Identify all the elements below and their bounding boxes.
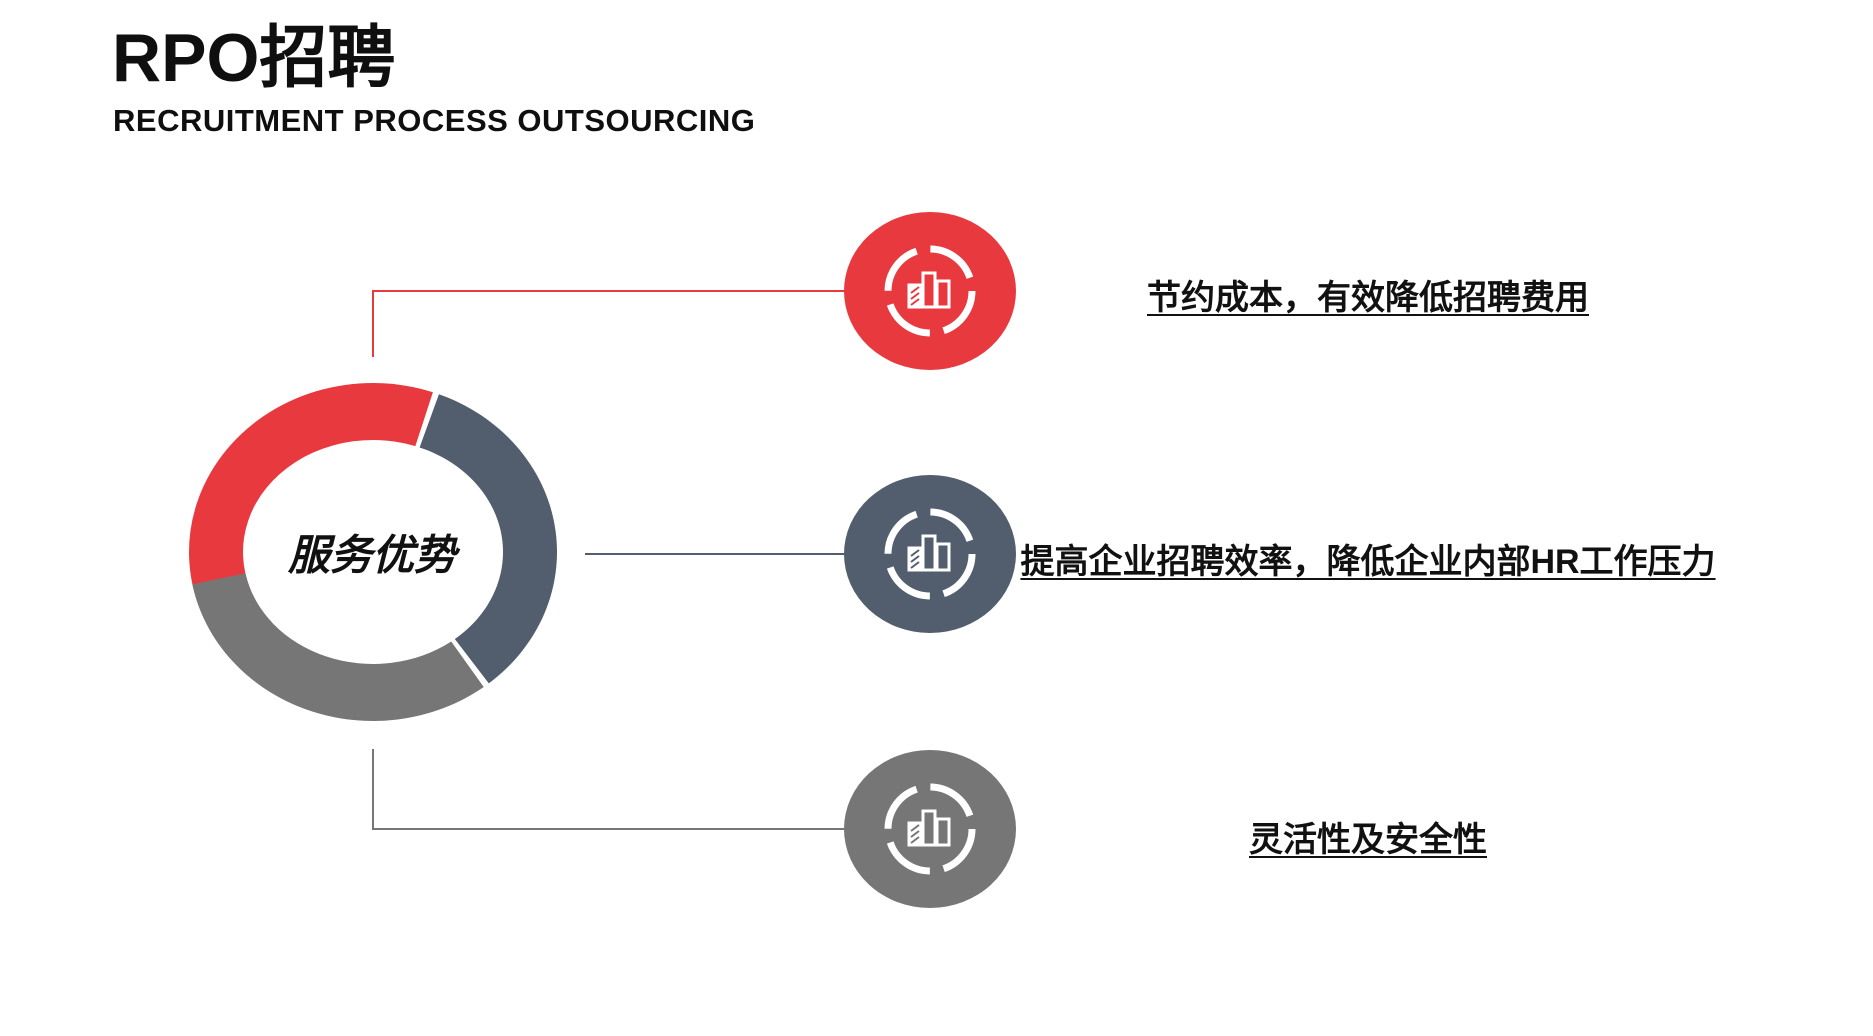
bar-chart-icon [884, 245, 976, 337]
connector-top [372, 290, 847, 357]
donut-ring [188, 383, 557, 721]
advantage-text-1: 节约成本，有效降低招聘费用 [1147, 279, 1589, 317]
bar-chart-icon [884, 783, 976, 875]
advantage-text-3: 灵活性及安全性 [1249, 821, 1487, 859]
page-subtitle: RECRUITMENT PROCESS OUTSOURCING [113, 103, 756, 138]
ring-center-label: 服务优势 [287, 531, 457, 579]
advantage-text-2: 提高企业招聘效率，降低企业内部HR工作压力 [1020, 543, 1716, 581]
gray-segment [192, 573, 484, 721]
icon-circle-2 [844, 475, 1016, 633]
page-title: RPO招聘 [112, 20, 396, 96]
icon-circle-1 [844, 212, 1016, 370]
slate-segment [419, 394, 557, 684]
icon-circles [844, 212, 1016, 908]
icon-circle-3 [844, 750, 1016, 908]
connector-bottom [372, 749, 847, 830]
bar-chart-icon [884, 508, 976, 600]
